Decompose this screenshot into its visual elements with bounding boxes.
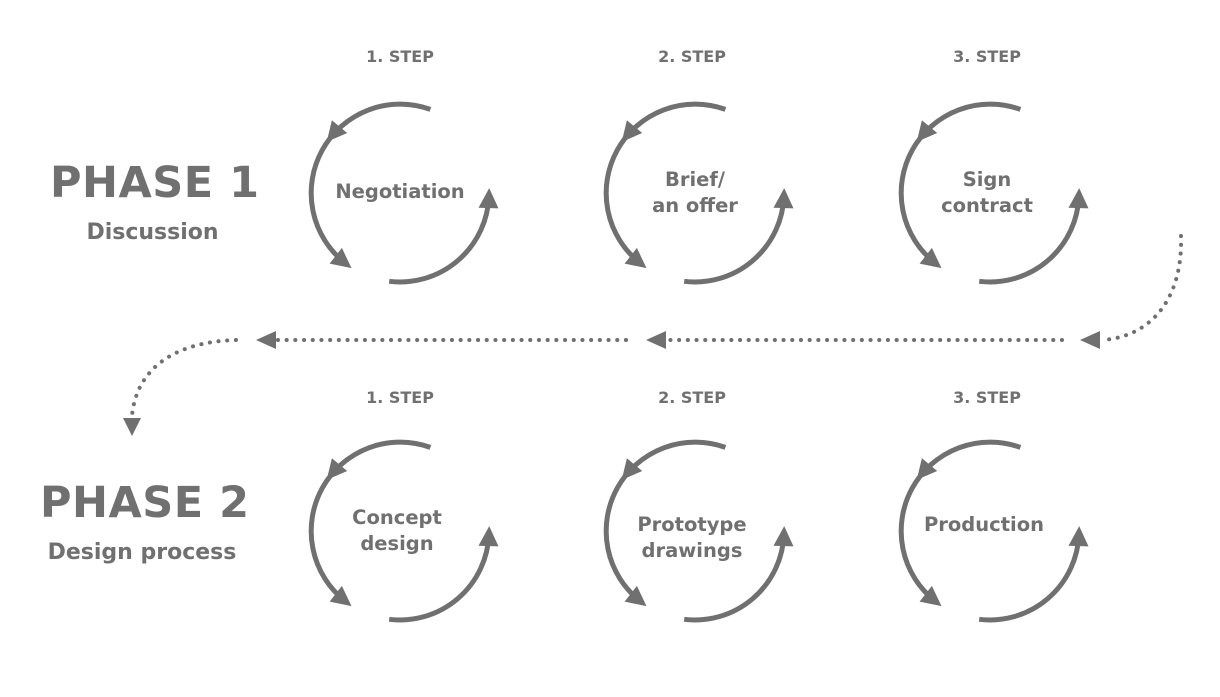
arrow-head-left-icon bbox=[256, 331, 276, 349]
cycle-arc-right bbox=[683, 534, 787, 623]
arrow-head-icon bbox=[329, 585, 352, 607]
phase-2-step-1-label: 1. STEP bbox=[366, 388, 434, 407]
arrow-head-icon bbox=[624, 247, 647, 269]
arrow-head-icon bbox=[624, 585, 647, 607]
cycle-arc-left bbox=[898, 439, 1022, 604]
arrow-head-icon bbox=[478, 526, 499, 547]
arrow-head-icon bbox=[773, 526, 794, 547]
cycle-arc-left bbox=[308, 101, 432, 266]
arrow-head-icon bbox=[916, 458, 938, 480]
step-text-line: contract bbox=[941, 194, 1033, 217]
cycle-arc-left bbox=[308, 439, 432, 604]
step-text-line: Concept bbox=[352, 506, 442, 529]
arrow-head-icon bbox=[919, 247, 942, 269]
arrow-head-icon bbox=[478, 188, 499, 209]
arrow-head-down-icon bbox=[123, 418, 141, 436]
phase-2-step-1-text: Concept design bbox=[317, 505, 477, 557]
cycle-arc-left bbox=[603, 439, 727, 604]
arrow-head-icon bbox=[773, 188, 794, 209]
cycle-arc-right bbox=[978, 196, 1082, 285]
arrow-head-icon bbox=[1068, 526, 1089, 547]
cycle-arc-right bbox=[978, 534, 1082, 623]
step-text-line: Brief/ bbox=[665, 168, 725, 191]
arrow-head-icon bbox=[329, 247, 352, 269]
cycle-arc-right bbox=[388, 196, 492, 285]
arrow-head-icon bbox=[916, 120, 938, 142]
phase-2-subtitle: Design process bbox=[47, 540, 237, 565]
step-text-line: an offer bbox=[652, 194, 738, 217]
arrow-head-icon bbox=[1068, 188, 1089, 209]
phase-1-step-1-text: Negotiation bbox=[320, 179, 480, 205]
dotted-connector-right-curve bbox=[1100, 234, 1184, 342]
phase-1-title: PHASE 1 bbox=[50, 158, 260, 208]
step-text-line: design bbox=[360, 532, 434, 555]
phase-1-step-2-label: 2. STEP bbox=[658, 47, 726, 66]
arrow-head-icon bbox=[919, 585, 942, 607]
cycle-icon bbox=[603, 101, 794, 285]
step-text-line: Production bbox=[924, 513, 1044, 536]
arrow-head-left-icon bbox=[1080, 331, 1100, 349]
cycle-icon bbox=[308, 101, 499, 285]
arrow-head-icon bbox=[326, 120, 348, 142]
arrow-head-left-icon bbox=[646, 331, 666, 349]
phase-2-step-3-text: Production bbox=[904, 512, 1064, 538]
dotted-connector-left-curve bbox=[130, 338, 238, 418]
cycle-arc-left bbox=[898, 101, 1022, 266]
cycle-arc-right bbox=[683, 196, 787, 285]
phase-2-step-2-text: Prototype drawings bbox=[612, 512, 772, 564]
cycle-icon bbox=[898, 101, 1089, 285]
step-text-line: drawings bbox=[641, 539, 743, 562]
phase-1-step-1-label: 1. STEP bbox=[366, 47, 434, 66]
phase-1-step-3-text: Sign contract bbox=[907, 167, 1067, 219]
phase-2-title: PHASE 2 bbox=[40, 478, 250, 528]
cycle-icon bbox=[898, 439, 1089, 623]
step-text-line: Sign bbox=[962, 168, 1012, 191]
step-text-line: Prototype bbox=[637, 513, 747, 536]
arrow-head-icon bbox=[326, 458, 348, 480]
arrow-head-icon bbox=[621, 120, 643, 142]
phase-1-step-2-text: Brief/ an offer bbox=[615, 167, 775, 219]
cycle-icon bbox=[308, 439, 499, 623]
step-text-line: Negotiation bbox=[335, 180, 465, 203]
arrow-head-icon bbox=[621, 458, 643, 480]
phase-1-subtitle: Discussion bbox=[86, 220, 219, 245]
cycle-arc-right bbox=[388, 534, 492, 623]
cycle-arc-left bbox=[603, 101, 727, 266]
phase-2-step-2-label: 2. STEP bbox=[658, 388, 726, 407]
phase-1-step-3-label: 3. STEP bbox=[953, 47, 1021, 66]
cycle-icon bbox=[603, 439, 794, 623]
phase-2-step-3-label: 3. STEP bbox=[953, 388, 1021, 407]
